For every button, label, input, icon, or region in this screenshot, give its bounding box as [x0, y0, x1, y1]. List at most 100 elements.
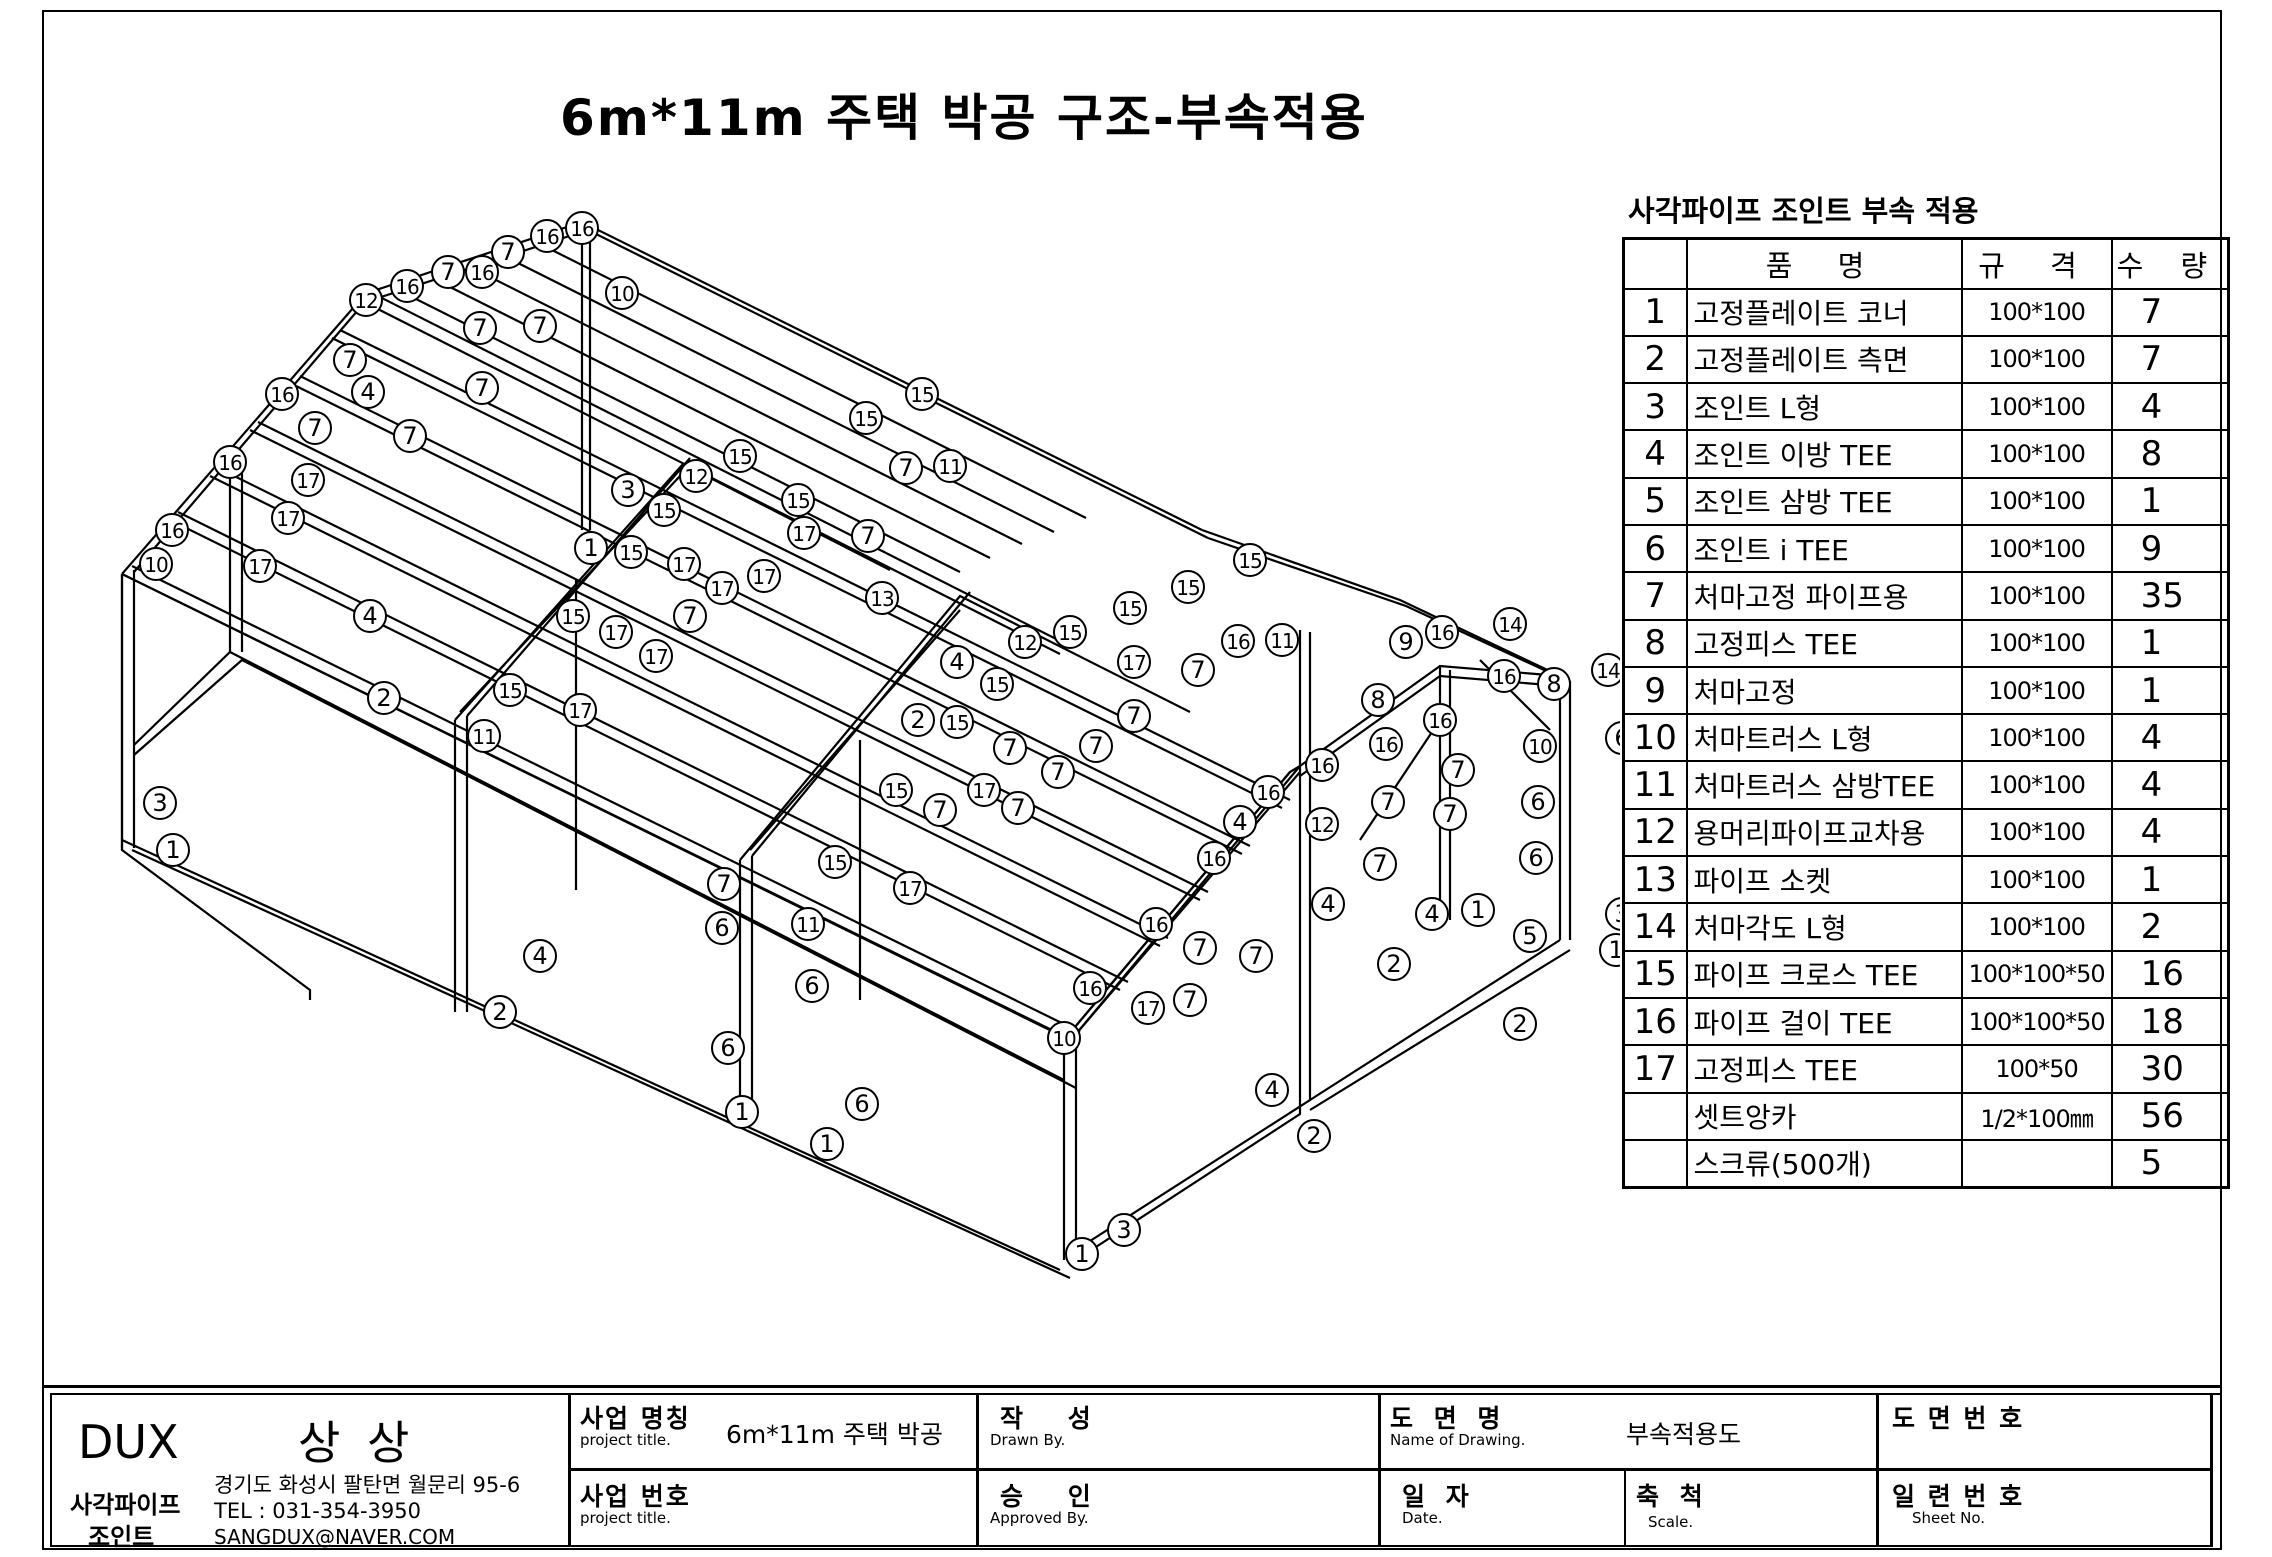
- callout-circle: [143, 786, 177, 820]
- callout-circle: [493, 673, 527, 707]
- callout-circle: [1537, 667, 1571, 701]
- callout-number: 7: [342, 346, 357, 374]
- part-name: 처마각도 L형: [1685, 902, 1963, 952]
- part-spec: 100*100*50: [1960, 996, 2113, 1047]
- callout: 16: [1425, 615, 1459, 649]
- callout-number: 15: [786, 489, 809, 513]
- tb-top-line-2: [50, 1393, 2220, 1395]
- callout-number: 16: [1374, 733, 1398, 757]
- drawing-name-label-en: Name of Drawing.: [1390, 1431, 1526, 1449]
- callout-number: 3: [620, 476, 635, 504]
- callout-number: 12: [1310, 813, 1333, 837]
- callout-number: 7: [1190, 656, 1205, 684]
- product-line-1: 사각파이프: [70, 1491, 181, 1519]
- callout-number: 15: [823, 851, 846, 875]
- part-name: 고정플레이트 코너: [1685, 287, 1963, 337]
- callout: 12: [349, 283, 383, 317]
- part-qty: 35: [2110, 571, 2230, 621]
- callout-number: 10: [144, 553, 168, 577]
- approved-by-label: 승 인: [1000, 1482, 1109, 1511]
- part-name: 고정피스 TEE: [1685, 618, 1963, 668]
- callout-circle: [1487, 659, 1521, 693]
- callout-number: 12: [354, 289, 377, 313]
- callout-circle: [393, 419, 427, 453]
- header-no: [1622, 237, 1688, 290]
- part-name: 처마트러스 L형: [1685, 713, 1963, 763]
- callout: 7: [491, 235, 525, 269]
- tb-left-line: [50, 1393, 52, 1547]
- drawing-name-label: 도 면 명: [1390, 1404, 1507, 1433]
- callout: 7: [707, 867, 741, 901]
- callout-circle: [845, 1087, 879, 1121]
- callout-circle: [1265, 623, 1299, 657]
- callout-circle: [865, 581, 899, 615]
- callout-circle: [879, 773, 913, 807]
- part-name: 조인트 이방 TEE: [1685, 429, 1963, 479]
- callout: 17: [967, 773, 1001, 807]
- callout: 2: [483, 995, 517, 1029]
- callout-circle: [1171, 570, 1205, 604]
- callout-circle: [1065, 1237, 1099, 1271]
- callout-circle: [1521, 785, 1555, 819]
- callout-number: 17: [792, 522, 816, 546]
- parts-table-header: 품 명 규 격 수 량: [1622, 237, 2230, 290]
- callout: 15: [647, 493, 681, 527]
- part-qty: 9: [2110, 523, 2230, 574]
- callout: 16: [465, 255, 499, 289]
- callout-number: 7: [1192, 934, 1207, 962]
- callout-circle: [889, 451, 923, 485]
- callout-number: 4: [1264, 1076, 1279, 1104]
- frame-lines: [120, 220, 1572, 1280]
- part-qty: 4: [2110, 760, 2230, 810]
- callout: 4: [940, 645, 974, 679]
- callout: 17: [787, 516, 821, 550]
- callout-circle: [705, 571, 739, 605]
- callout-number: 5: [1522, 922, 1537, 950]
- callout-circle: [1053, 615, 1087, 649]
- callout-number: 7: [307, 414, 322, 442]
- callout-number: 11: [938, 455, 961, 479]
- callout-circle: [155, 513, 189, 547]
- callout-number: 15: [652, 499, 675, 523]
- part-number: 2: [1622, 334, 1688, 385]
- part-qty: 1: [2110, 665, 2230, 716]
- part-number: 12: [1622, 807, 1688, 858]
- scale-label-en: Scale.: [1648, 1513, 1694, 1531]
- callout-circle: [791, 907, 825, 941]
- callout-circle: [980, 667, 1014, 701]
- callout-number: 1: [1608, 936, 1620, 964]
- callout-number: 7: [1380, 788, 1395, 816]
- part-number: [1622, 1091, 1688, 1141]
- callout-circle: [1519, 841, 1553, 875]
- callout: 7: [1371, 785, 1405, 819]
- callout-number: 2: [910, 706, 925, 734]
- callout-circle: [933, 449, 967, 483]
- callout-number: 14: [1596, 659, 1620, 683]
- part-spec: 100*100*50: [1960, 949, 2113, 999]
- callout: 16: [565, 211, 599, 245]
- drawing-name-value: 부속적용도: [1626, 1420, 1742, 1449]
- callout: 16: [1197, 841, 1231, 875]
- callout: 7: [1001, 791, 1035, 825]
- callout: 7: [993, 731, 1027, 765]
- callout-number: 10: [1052, 1027, 1076, 1051]
- part-spec: 100*100: [1960, 429, 2113, 479]
- callout: 15: [879, 773, 913, 807]
- callout-circle: [993, 731, 1027, 765]
- part-name: 파이프 크로스 TEE: [1685, 949, 1963, 999]
- company-name: DUX: [78, 1415, 179, 1469]
- callout-number: 6: [1528, 844, 1543, 872]
- callout: 11: [791, 907, 825, 941]
- callout-number: 16: [1430, 621, 1454, 645]
- callout-circle: [923, 793, 957, 827]
- callout: 7: [851, 519, 885, 553]
- parts-caption: 사각파이프 조인트 부속 적용: [1628, 194, 1979, 228]
- callout-number: 2: [376, 684, 391, 712]
- part-qty: 4: [2110, 382, 2230, 432]
- callout-number: 15: [910, 383, 933, 407]
- callout: 12: [1305, 807, 1339, 841]
- callout-number: 16: [1202, 847, 1226, 871]
